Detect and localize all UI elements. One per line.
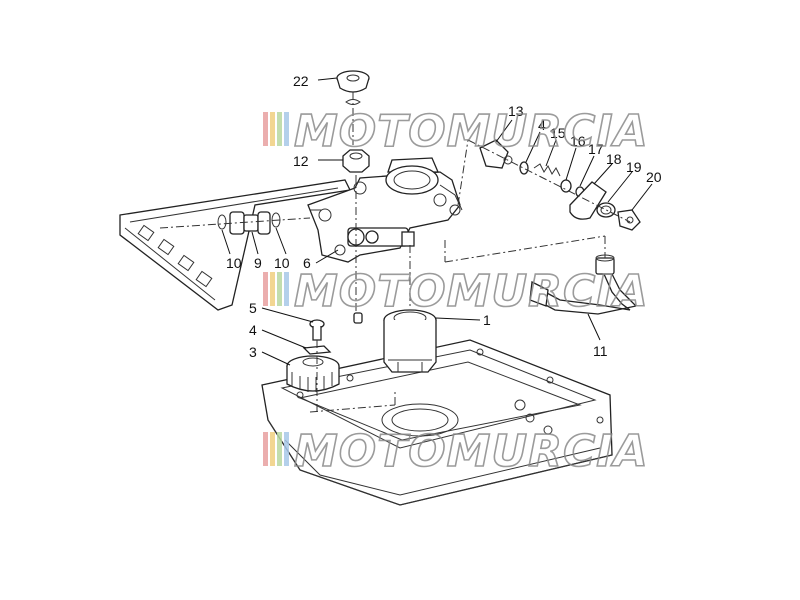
- part-3-oil-strainer: [286, 355, 340, 392]
- part-label-9: 9: [254, 255, 262, 271]
- watermark-stripes: [263, 112, 289, 146]
- part-label-19: 19: [626, 159, 642, 175]
- part-label-17: 17: [588, 141, 604, 157]
- part-label-18: 18: [606, 151, 622, 167]
- part-5-screw: [309, 319, 325, 341]
- watermark-text: MOTOMURCIA: [294, 426, 649, 477]
- part-small-pin: [353, 312, 363, 324]
- crankcase-gasket: [119, 179, 351, 311]
- part-number-labels: 22 12 10 9 10 6 5 4 3 1 11 13 4 15 16 17…: [226, 73, 662, 360]
- part-label-15: 15: [550, 125, 566, 141]
- part-label-13: 13: [508, 103, 524, 119]
- oil-sump-pan: [261, 339, 613, 506]
- part-label-16: 16: [570, 133, 586, 149]
- part-label-3: 3: [249, 344, 257, 360]
- watermark-stripes: [263, 272, 289, 306]
- part-label-14: 4: [538, 117, 546, 133]
- part-label-4: 4: [249, 322, 257, 338]
- part-1-oil-filter: [383, 309, 437, 373]
- watermark-text: MOTOMURCIA: [294, 266, 649, 317]
- part-label-12: 12: [293, 153, 309, 169]
- leader-lines: [221, 77, 653, 366]
- oil-pump-body: [307, 157, 463, 263]
- part-label-1: 1: [483, 312, 491, 328]
- part-9-10-sleeve: [217, 211, 281, 235]
- part-22-cap: [336, 70, 370, 105]
- watermark-text: MOTOMURCIA: [294, 106, 649, 157]
- part-label-22: 22: [293, 73, 309, 89]
- assembly-axis-lines: [159, 92, 631, 413]
- part-label-6: 6: [303, 255, 311, 271]
- watermark-stripes: [263, 432, 289, 466]
- watermark-top: MOTOMURCIA: [263, 105, 649, 158]
- watermark-middle: MOTOMURCIA: [263, 265, 649, 318]
- part-label-11: 11: [593, 343, 608, 359]
- part-label-10-right: 10: [274, 255, 290, 271]
- part-label-10-left: 10: [226, 255, 242, 271]
- part-11-oil-pipe: [529, 254, 637, 315]
- part-label-5: 5: [249, 300, 257, 316]
- watermark-bottom: MOTOMURCIA: [263, 425, 649, 478]
- part-12-nut: [342, 149, 370, 173]
- part-label-20: 20: [646, 169, 662, 185]
